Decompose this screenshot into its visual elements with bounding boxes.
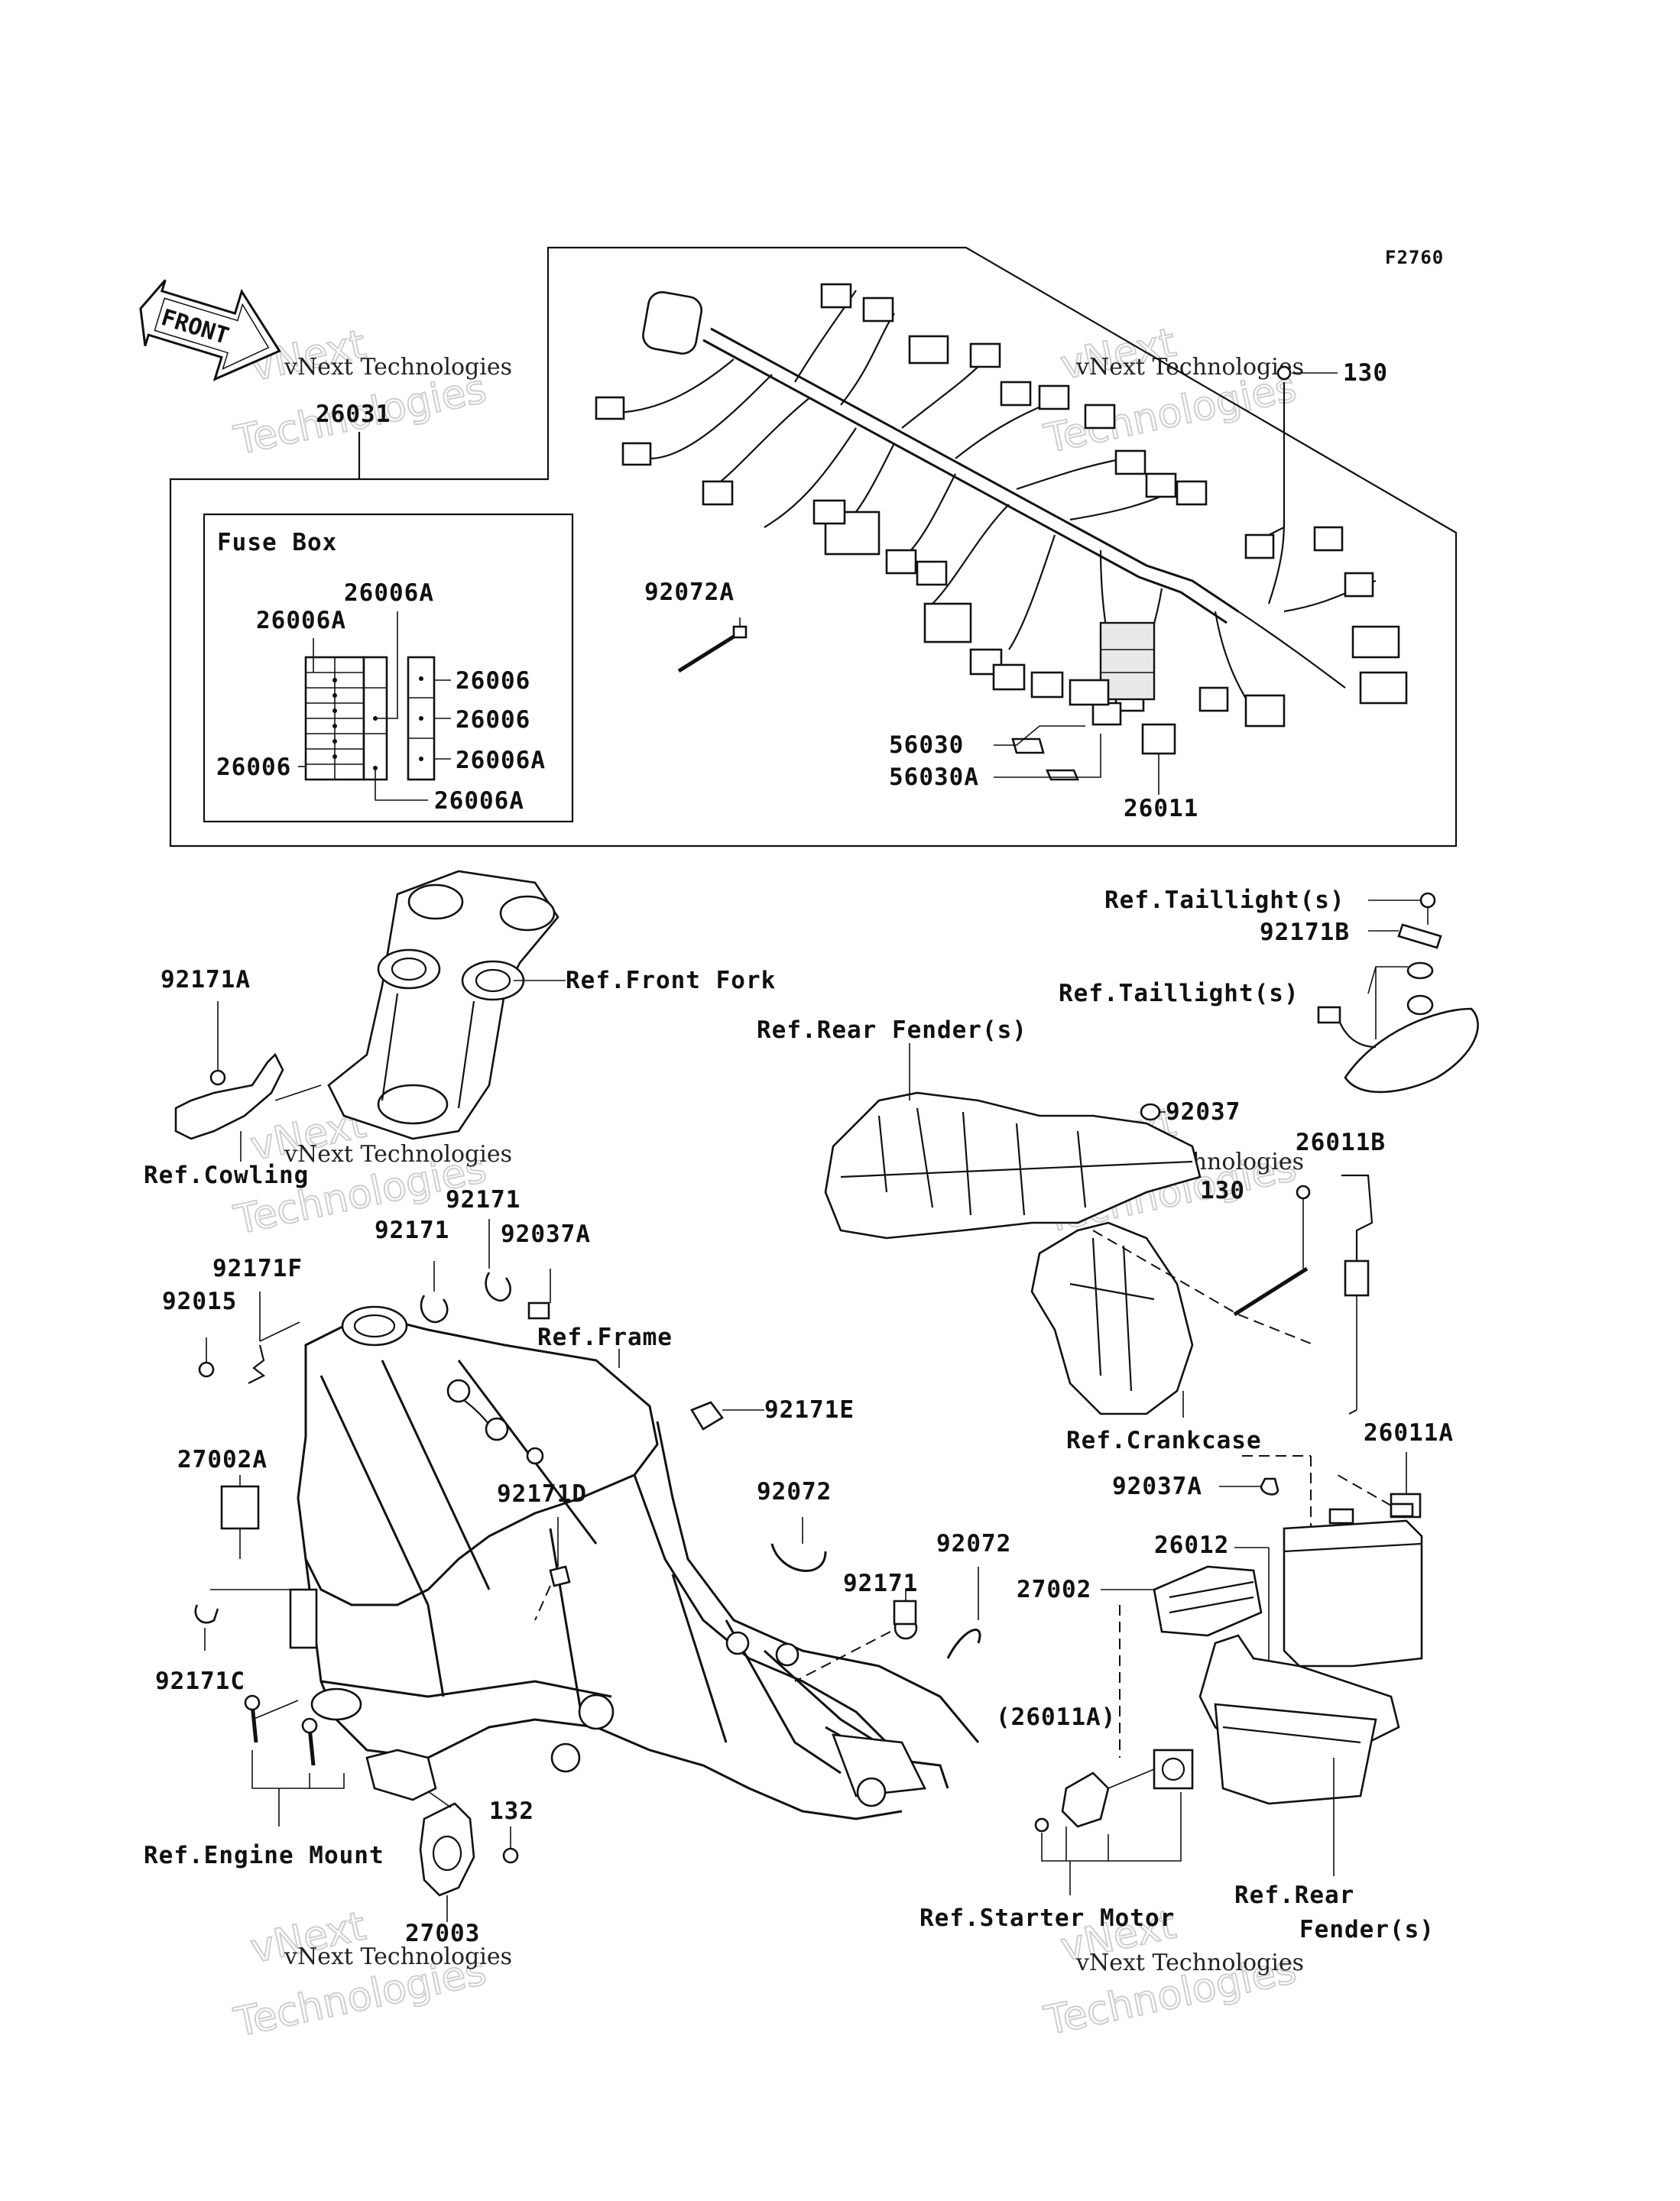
watermark-small: vNext Technologies [284,1141,512,1168]
taillight-assembly [1317,892,1479,1094]
label-92171C: 92171C [155,1668,245,1695]
label-92037: 92037 [1166,1098,1241,1126]
label-92037A-mid: 92037A [1112,1473,1202,1500]
harness-group-outline [169,246,1458,848]
label-92171-a: 92171 [446,1186,521,1214]
label-26006A-r3: 26006A [456,747,546,774]
watermark-small: vNext Technologies [284,354,512,381]
figure-code: F2760 [1385,247,1444,268]
label-ref-engine-mount: Ref.Engine Mount [144,1842,384,1869]
label-27003: 27003 [405,1920,480,1947]
label-26011A-paren: (26011A) [996,1703,1116,1731]
fuse-box-inset: Fuse Box [203,513,574,823]
label-92171E: 92171E [764,1396,855,1424]
label-26006-r2: 26006 [456,706,530,734]
watermark-small: vNext Technologies [1075,354,1304,381]
label-92171-b: 92171 [375,1217,449,1244]
label-92171-c: 92171 [843,1570,918,1597]
label-92171B: 92171B [1260,919,1350,946]
label-92072-a: 92072 [757,1478,832,1506]
label-26006-r1: 26006 [456,667,530,695]
label-26011: 26011 [1124,795,1198,822]
label-26006A-top: 26006A [344,579,434,607]
front-fork-steering-head [327,870,566,1140]
fuse-box-title: Fuse Box [217,529,337,556]
label-ref-frame: Ref.Frame [537,1324,673,1351]
cable-tie-92072A [677,618,748,673]
label-26031: 26031 [316,400,391,428]
crankcase-cover [1030,1221,1315,1418]
label-ref-starter-motor: Ref.Starter Motor [919,1904,1175,1932]
label-92015: 92015 [162,1288,237,1315]
label-130-mid: 130 [1200,1177,1245,1204]
label-92072-b: 92072 [936,1530,1011,1558]
front-arrow-icon: FRONT [139,279,281,381]
frame-clamps [194,1219,981,1922]
label-26011B: 26011B [1296,1129,1386,1156]
label-26006A-bot: 26006A [434,787,524,815]
cowling-bracket [174,1001,322,1162]
label-ref-rear-fender-bot-2: Fender(s) [1299,1916,1435,1943]
label-92037A-top: 92037A [501,1220,591,1248]
label-130-top: 130 [1343,359,1388,387]
label-132: 132 [489,1797,534,1825]
main-wire-harness [595,283,1408,728]
battery-and-ecu [1034,1452,1423,1895]
label-ref-cowling: Ref.Cowling [144,1162,309,1189]
label-92171F: 92171F [212,1255,303,1282]
bolt-130-top [1276,365,1338,381]
watermark-small: vNext Technologies [1075,1950,1304,1976]
rear-fender-upper [824,1043,1202,1240]
label-26012: 26012 [1154,1532,1229,1559]
relay-26011 [1141,723,1176,795]
label-ref-rear-fender-bot-1: Ref.Rear [1234,1882,1354,1909]
label-ref-crankcase: Ref.Crankcase [1066,1427,1262,1454]
label-92171D: 92171D [497,1480,587,1508]
harness-labels-56030 [994,725,1101,781]
label-26006A-left: 26006A [256,607,346,634]
relay-26011B [1233,1174,1374,1415]
label-56030: 56030 [889,731,964,759]
label-56030A: 56030A [889,763,979,791]
label-ref-front-fork: Ref.Front Fork [566,967,776,994]
label-27002A: 27002A [177,1446,268,1473]
label-92171A: 92171A [161,966,251,994]
label-26006-left: 26006 [216,754,291,781]
watermark-small: vNext Technologies [284,1943,512,1970]
label-26011A: 26011A [1364,1419,1454,1447]
label-ref-taillight-2: Ref.Taillight(s) [1059,980,1299,1007]
label-27002: 27002 [1017,1576,1091,1603]
label-ref-taillight-1: Ref.Taillight(s) [1104,887,1345,914]
motorcycle-frame [289,1305,980,1820]
label-ref-rear-fender-top: Ref.Rear Fender(s) [757,1016,1027,1044]
label-92072A: 92072A [644,579,735,606]
